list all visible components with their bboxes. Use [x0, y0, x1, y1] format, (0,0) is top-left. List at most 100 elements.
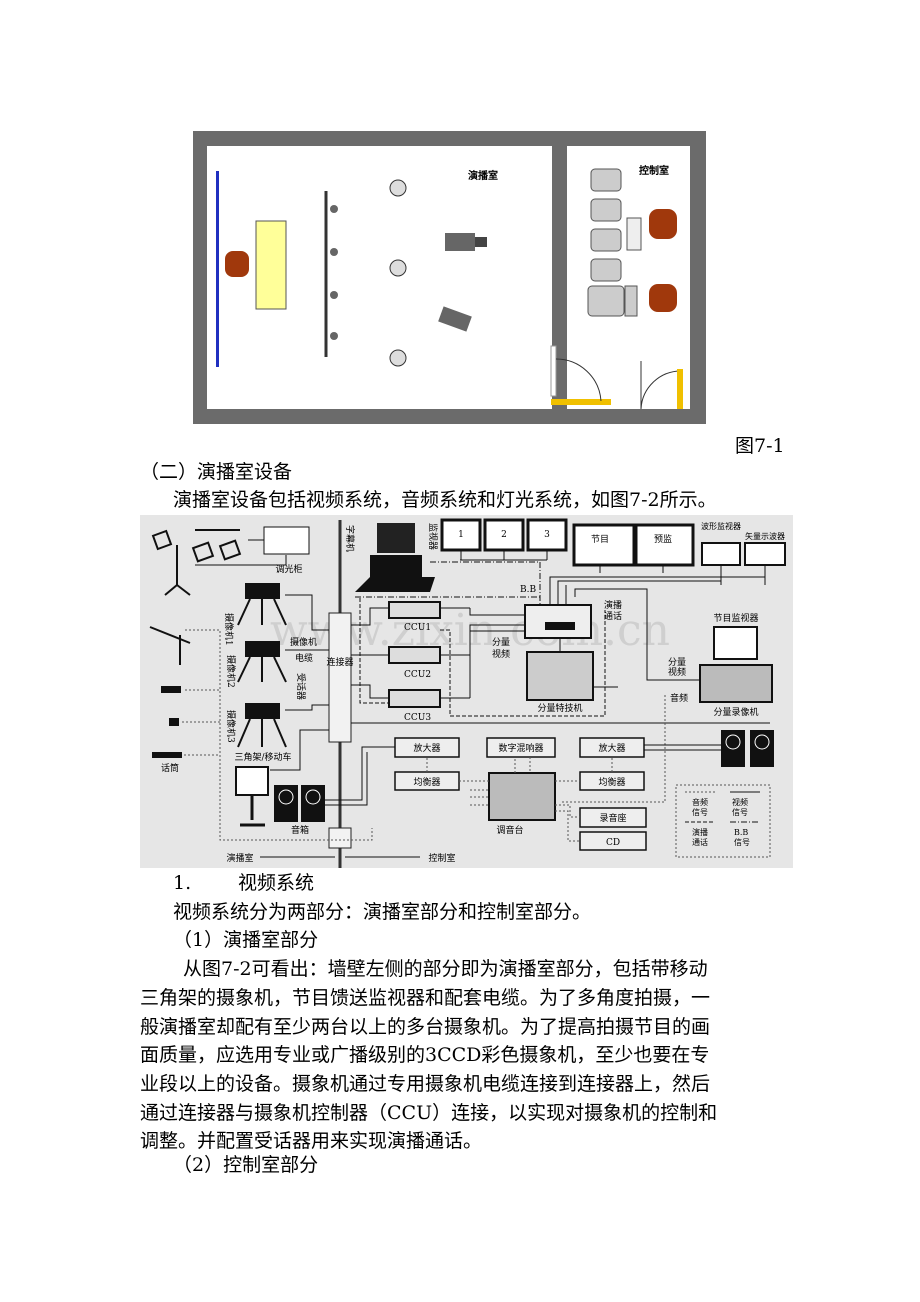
control-room-label: 控制室	[639, 164, 669, 177]
desk	[255, 220, 287, 310]
legend-bb-2: 信号	[734, 837, 750, 847]
receiver-label: 受话器	[295, 673, 307, 700]
component-video-label-2: 视频	[492, 648, 510, 660]
camera-1-label: 摄像机1	[223, 613, 235, 646]
monitor-row	[440, 518, 568, 552]
ccu2-label: CCU2	[404, 670, 431, 680]
cd-label: CD	[606, 838, 620, 848]
backdrop	[216, 171, 219, 367]
legend-box	[675, 784, 771, 858]
speaker-label: 音箱	[291, 824, 309, 836]
vectorscope-label: 矢量示波器	[745, 531, 785, 541]
equalizer-right-label: 均衡器	[598, 776, 625, 788]
paragraph-line: 从图7-2可看出：墙壁左侧的部分即为演播室部分，包括带移动	[183, 958, 708, 980]
intercom-label-2: 通话	[604, 610, 622, 622]
amplifier-left	[394, 737, 460, 758]
feed-monitor-icon	[235, 766, 269, 796]
amplifier-right	[579, 737, 645, 758]
ccu1-label: CCU1	[404, 623, 431, 633]
legend-bb-1: B.B	[734, 828, 748, 837]
microphone-label: 话筒	[161, 762, 179, 774]
monitor-1-label: 1	[458, 530, 464, 540]
figure-7-1-floor-plan: 演播室 控制室	[193, 131, 706, 424]
amplifier-right-label: 放大器	[598, 742, 625, 754]
paragraph-line: 三角架的摄象机，节目馈送监视器和配套电缆。为了多角度拍摄，一	[140, 987, 711, 1009]
ccu3-label: CCU3	[404, 713, 431, 723]
paragraph-line: 般演播室却配有至少两台以上的多台摄象机。为了提高拍摄节目的画	[140, 1016, 711, 1038]
microphone-icon	[149, 626, 191, 758]
monitor-label: 监视器	[427, 523, 439, 550]
speaker-icon	[274, 785, 325, 822]
control-console-icon	[587, 168, 642, 317]
intercom-box	[524, 604, 592, 639]
reverb-label: 数字混响器	[498, 742, 543, 754]
speaker-icon	[721, 730, 774, 767]
control-part-heading: （2）控制室部分	[173, 1154, 319, 1176]
video-system-number: 1.	[173, 872, 192, 894]
video-system-summary: 视频系统分为两部分：演播室部分和控制室部分。	[173, 901, 592, 923]
section-heading: （二）演播室设备	[140, 461, 293, 483]
legend-intercom-2: 通话	[692, 837, 708, 847]
audio-label: 音频	[670, 692, 688, 704]
connector-box	[328, 612, 352, 743]
camera-cable-label-1: 摄像机	[290, 636, 317, 648]
legend-audio-1: 音频	[692, 797, 708, 807]
character-generator-icon	[377, 523, 415, 553]
paragraph-line: 通过连接器与摄象机控制器（CCU）连接，以实现对摄象机的控制和	[140, 1102, 718, 1124]
mixer-icon	[488, 772, 556, 821]
camera-icon	[438, 233, 487, 332]
dimmer-label: 调光柜	[275, 563, 302, 575]
paragraph-line: 面质量，应选用专业或广播级别的3CCD彩色摄象机，至少也要在专	[140, 1044, 710, 1066]
camera-2-label: 摄像机2	[225, 655, 237, 688]
presenter-chair-icon	[225, 251, 249, 277]
control-room-label: 控制室	[428, 852, 455, 864]
component-video-label-1: 分量	[492, 637, 510, 648]
operator-chair-icon	[649, 209, 677, 312]
legend-video-1: 视频	[732, 797, 748, 807]
reverb-box	[486, 737, 556, 758]
recorder-label: 录音座	[599, 812, 626, 824]
program-monitor-icon	[713, 626, 758, 660]
tripod-label: 三角架/移动车	[234, 751, 291, 763]
light-icon	[389, 179, 407, 367]
preview-monitor	[634, 523, 695, 567]
camera-3-label: 摄像机3	[225, 710, 237, 743]
program-monitor	[572, 523, 636, 567]
video-system-title: 视频系统	[238, 872, 315, 894]
program-label: 节目	[591, 534, 609, 545]
camera-cable-label-2: 电缆	[295, 652, 313, 664]
program-monitor-label: 节目监视器	[713, 612, 758, 624]
bb-label: B.B	[520, 585, 536, 595]
monitor-3-label: 3	[544, 530, 550, 540]
component-vtr-label: 分量录像机	[713, 706, 758, 718]
waveform-label: 波形监视器	[701, 521, 741, 531]
intercom-label-1: 演播	[604, 599, 622, 611]
equalizer-left-label: 均衡器	[413, 776, 440, 788]
paragraph-line: 调整。并配置受话器用来实现演播通话。	[140, 1130, 483, 1152]
character-generator-label: 字幕机	[344, 525, 356, 552]
camera-icon	[237, 583, 287, 748]
legend-video-2: 信号	[732, 807, 748, 817]
cd-box	[579, 831, 647, 851]
dimmer-icon	[263, 526, 310, 555]
amplifier-left-label: 放大器	[413, 742, 440, 754]
connector-label: 连接器	[326, 656, 353, 668]
studio-room-label: 演播室	[468, 169, 498, 182]
component-vtr-icon	[699, 664, 773, 703]
preview-label: 预监	[654, 533, 672, 545]
studio-label: 演播室	[226, 852, 253, 864]
studio-part-heading: （1）演播室部分	[173, 929, 319, 951]
component-video-right-1: 分量	[668, 657, 686, 668]
ccu-box	[388, 601, 441, 708]
monitor-2-label: 2	[501, 530, 507, 540]
switcher-label: 分量特技机	[537, 702, 582, 714]
legend-intercom-1: 演播	[692, 827, 708, 837]
figure-7-1-caption: 图7-1	[735, 435, 785, 457]
switcher-icon	[526, 651, 594, 701]
studio-light-icon	[151, 529, 242, 596]
waveform-monitor	[701, 542, 741, 566]
intro-text: 演播室设备包括视频系统，音频系统和灯光系统，如图7-2所示。	[173, 489, 717, 511]
paragraph-line: 业段以上的设备。摄象机通过专用摄象机电缆连接到连接器上，然后	[140, 1073, 711, 1095]
mixer-label: 调音台	[496, 824, 523, 836]
vectorscope	[744, 542, 786, 566]
